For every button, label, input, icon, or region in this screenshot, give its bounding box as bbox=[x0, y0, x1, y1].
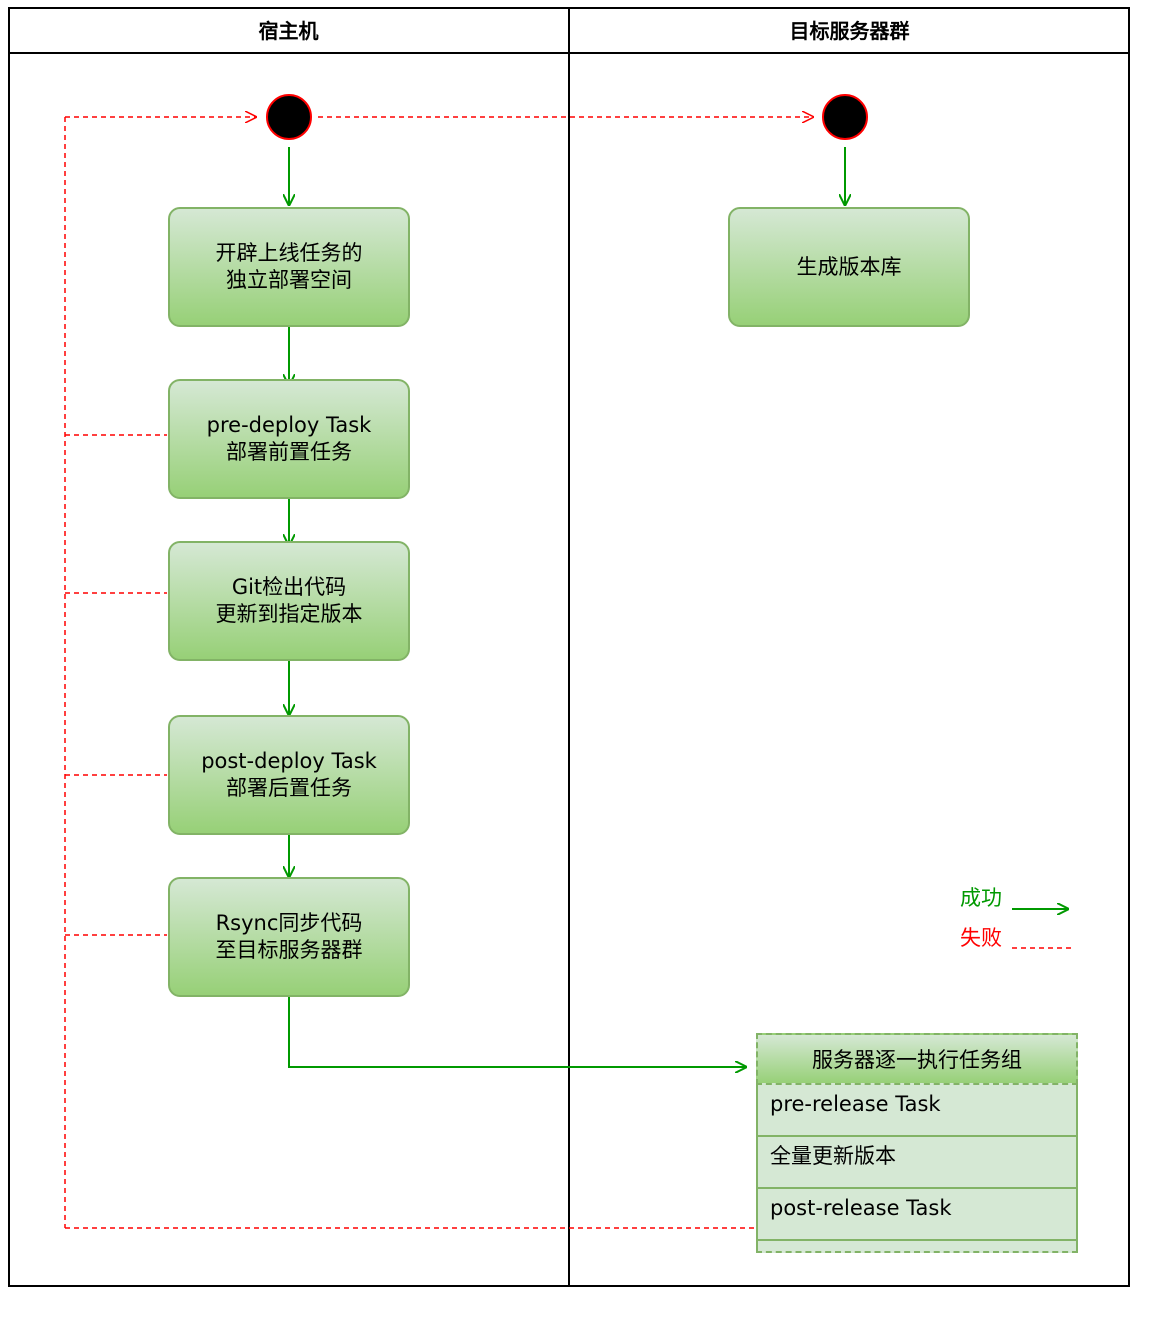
activity-label: pre-deploy Task bbox=[206, 413, 372, 437]
legend-failure-label: 失败 bbox=[960, 926, 1002, 950]
task-group-row: post-release Task bbox=[756, 1189, 1078, 1241]
activity-git-checkout: Git检出代码 更新到指定版本 bbox=[168, 541, 410, 661]
activity-label: post-deploy Task bbox=[201, 749, 377, 773]
activity-label: 部署后置任务 bbox=[226, 776, 352, 800]
activity-label: Git检出代码 bbox=[231, 575, 347, 599]
legend-success-label: 成功 bbox=[960, 886, 1002, 910]
task-group-row: pre-release Task bbox=[756, 1085, 1078, 1137]
activity-create-workspace: 开辟上线任务的 独立部署空间 bbox=[168, 207, 410, 327]
swimlane-header-separator bbox=[8, 52, 1130, 54]
activity-label: 生成版本库 bbox=[796, 254, 902, 279]
swimlane-divider bbox=[568, 7, 570, 1287]
start-node-host bbox=[266, 94, 312, 140]
task-group-title: 服务器逐一执行任务组 bbox=[756, 1033, 1078, 1085]
task-group-row: 全量更新版本 bbox=[756, 1137, 1078, 1189]
activity-post-deploy: post-deploy Task 部署后置任务 bbox=[168, 715, 410, 835]
activity-rsync: Rsync同步代码 至目标服务器群 bbox=[168, 877, 410, 997]
activity-label: 更新到指定版本 bbox=[215, 602, 363, 626]
activity-label: Rsync同步代码 bbox=[215, 911, 363, 935]
activity-label: 独立部署空间 bbox=[226, 268, 352, 292]
lane-title-host: 宿主机 bbox=[258, 19, 319, 43]
task-group: 服务器逐一执行任务组 pre-release Task 全量更新版本 post-… bbox=[756, 1033, 1078, 1253]
activity-create-version-repo: 生成版本库 bbox=[728, 207, 970, 327]
activity-label: 开辟上线任务的 bbox=[215, 241, 363, 265]
task-group-footer bbox=[756, 1241, 1078, 1253]
lane-title-target-servers: 目标服务器群 bbox=[789, 19, 910, 43]
start-node-target bbox=[822, 94, 868, 140]
success-arrow bbox=[288, 997, 746, 1067]
activity-pre-deploy: pre-deploy Task 部署前置任务 bbox=[168, 379, 410, 499]
activity-label: 至目标服务器群 bbox=[215, 938, 363, 962]
activity-label: 部署前置任务 bbox=[226, 440, 352, 464]
